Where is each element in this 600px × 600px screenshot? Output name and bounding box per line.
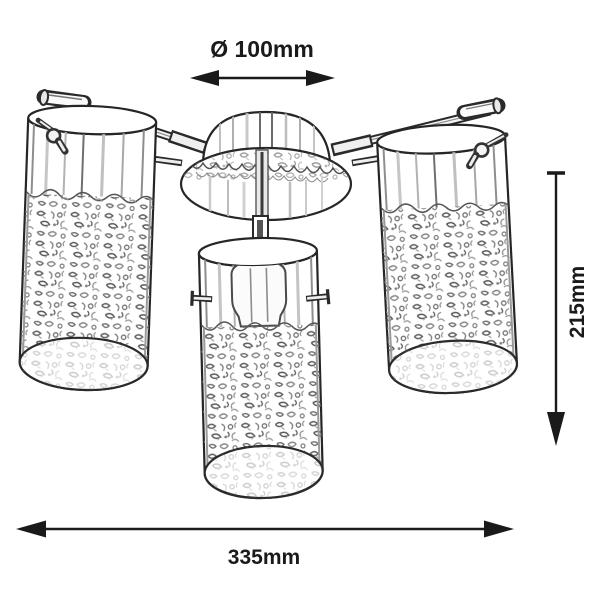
- right-shade: [376, 123, 519, 397]
- width-arrowhead-right-icon: [484, 520, 514, 538]
- right-arm-finial: [456, 97, 506, 120]
- diameter-arrowhead-left-icon: [190, 70, 219, 86]
- dimension-width: 335mm: [16, 520, 514, 569]
- left-shade-hook: [35, 117, 69, 155]
- height-arrowhead-down-icon: [547, 412, 565, 446]
- left-set-screw-peg: [151, 150, 183, 169]
- left-arm-finial: [36, 89, 92, 110]
- dimension-diameter: Ø 100mm: [190, 36, 335, 86]
- left-shade: [18, 104, 158, 393]
- left-shade-top-rim: [27, 104, 158, 136]
- dimension-height: 215mm: [547, 171, 589, 446]
- center-right-peg: [305, 289, 331, 305]
- diameter-arrowhead-right-icon: [306, 70, 335, 86]
- right-shade-hook: [466, 132, 509, 170]
- ceiling-canopy: [179, 110, 353, 222]
- center-shade: [190, 236, 331, 500]
- height-label: 215mm: [566, 266, 589, 338]
- width-arrowhead-left-icon: [16, 520, 46, 538]
- center-bulb: [230, 259, 288, 328]
- diameter-label: Ø 100mm: [210, 36, 314, 62]
- center-left-peg: [190, 290, 213, 306]
- width-label: 335mm: [228, 546, 300, 569]
